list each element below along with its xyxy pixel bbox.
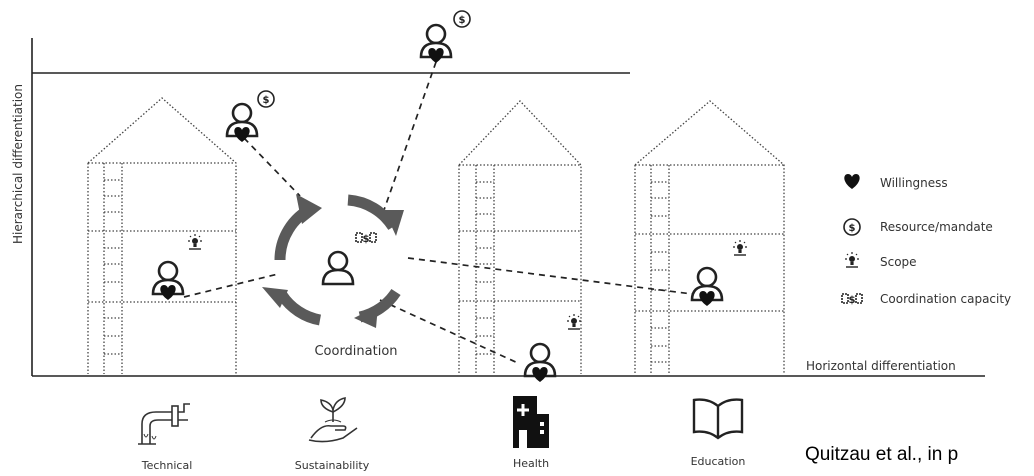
building-technical bbox=[87, 97, 237, 374]
connector-lines bbox=[183, 61, 693, 365]
education-scope-icon bbox=[732, 239, 748, 256]
legend-capacity-icon bbox=[841, 293, 863, 307]
coordinator-person-icon bbox=[321, 250, 355, 286]
legend-label-resource: Resource/mandate bbox=[880, 220, 993, 234]
legend-label-willingness: Willingness bbox=[880, 176, 948, 190]
legend-heart-icon bbox=[844, 174, 860, 189]
coordination-capacity-icon bbox=[355, 232, 377, 246]
coordination-label: Coordination bbox=[314, 344, 397, 359]
legend-scope-icon bbox=[844, 251, 860, 268]
education-person-icon bbox=[690, 266, 724, 306]
buildings bbox=[87, 97, 785, 374]
upper-left-resource-icon bbox=[257, 90, 275, 108]
top-resource-icon bbox=[453, 10, 471, 28]
left-scope-icon bbox=[187, 233, 203, 250]
upper-left-person-icon bbox=[225, 102, 259, 142]
legend-label-scope: Scope bbox=[880, 255, 917, 269]
sector-label-health: Health bbox=[513, 457, 549, 470]
legend-dollar-icon bbox=[843, 218, 861, 236]
health-scope-icon bbox=[566, 313, 582, 330]
plant-hand-icon bbox=[308, 397, 358, 443]
health-person-icon bbox=[523, 342, 557, 382]
axes bbox=[31, 38, 985, 377]
sector-label-sustainability: Sustainability bbox=[295, 459, 370, 472]
y-axis-label: Hierarchical differentiation bbox=[11, 84, 25, 244]
open-book-icon bbox=[692, 398, 744, 440]
sector-label-technical: Technical bbox=[141, 459, 193, 472]
left-person-icon bbox=[151, 260, 185, 300]
arrow-heads bbox=[262, 194, 404, 328]
building-health bbox=[458, 100, 582, 374]
sector-label-education: Education bbox=[691, 455, 746, 468]
x-axis-label: Horizontal differentiation bbox=[806, 359, 956, 373]
legend-label-capacity: Coordination capacity bbox=[880, 292, 1011, 306]
building-education bbox=[634, 100, 785, 374]
top-person-icon bbox=[419, 23, 453, 63]
source-caption: Quitzau et al., in p bbox=[805, 444, 959, 465]
hospital-building-icon bbox=[513, 396, 549, 448]
water-pipe-icon bbox=[138, 403, 190, 445]
